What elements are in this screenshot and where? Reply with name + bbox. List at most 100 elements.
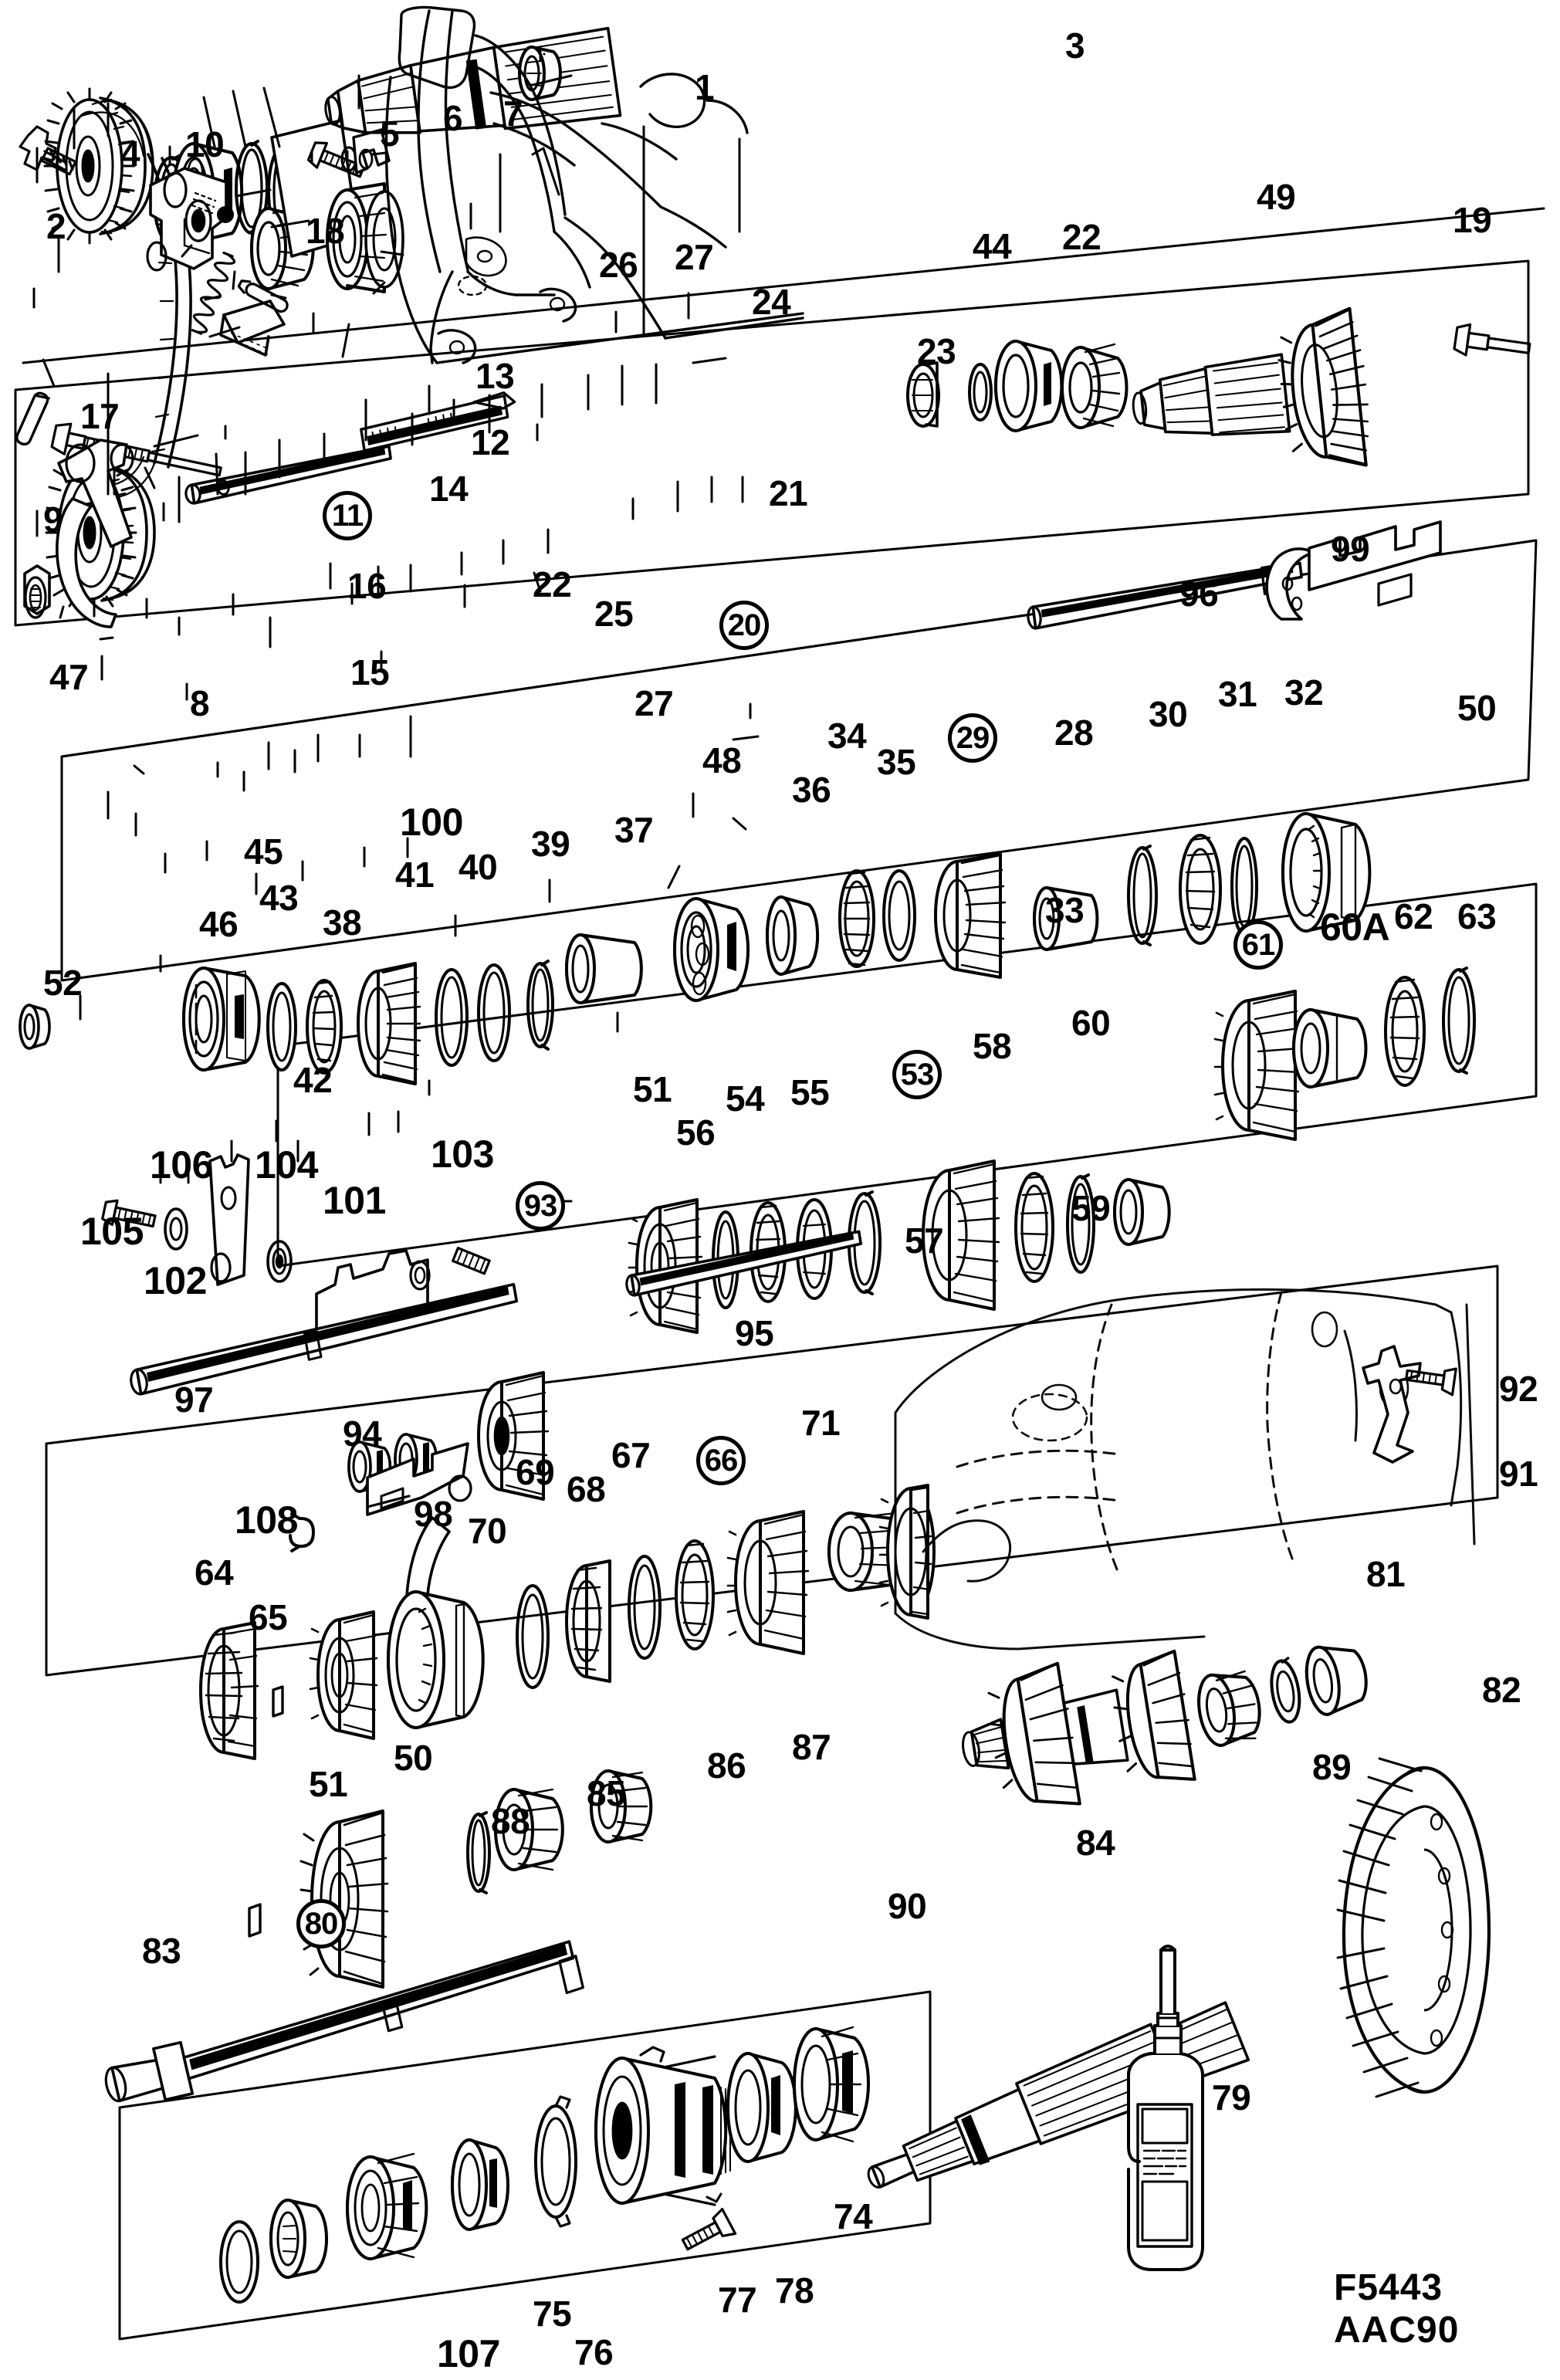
- callout-89: 89: [1312, 1747, 1352, 1787]
- callout-45: 45: [244, 831, 283, 872]
- callout-82: 82: [1482, 1670, 1521, 1710]
- callout-54: 54: [726, 1078, 765, 1119]
- callout-19: 19: [1453, 200, 1492, 240]
- callout-75: 75: [533, 2294, 572, 2334]
- callout-27: 27: [634, 683, 674, 723]
- callout-4: 4: [120, 134, 140, 174]
- callout-73: 73: [352, 2378, 391, 2380]
- callout-15: 15: [350, 652, 390, 692]
- callout-67: 67: [611, 1435, 651, 1475]
- callout-97: 97: [174, 1380, 214, 1420]
- callout-28: 28: [1054, 713, 1094, 753]
- callout-6: 6: [443, 98, 463, 138]
- callout-48: 48: [702, 740, 742, 780]
- callout-59: 59: [1071, 1188, 1111, 1228]
- callout-circled-53: 53: [892, 1050, 942, 1099]
- callout-30: 30: [1149, 694, 1188, 734]
- callout-69: 69: [516, 1452, 555, 1492]
- callout-50: 50: [1457, 688, 1497, 728]
- callout-24: 24: [752, 282, 791, 322]
- callout-43: 43: [259, 878, 299, 918]
- callout-37: 37: [614, 810, 654, 850]
- callout-39: 39: [531, 824, 570, 864]
- callout-57: 57: [905, 1220, 944, 1261]
- callout-83: 83: [142, 1931, 181, 1971]
- callout-44: 44: [973, 226, 1012, 266]
- callout-42: 42: [293, 1060, 333, 1100]
- callout-14: 14: [429, 469, 469, 509]
- callout-circled-80: 80: [296, 1899, 346, 1948]
- callout-41: 41: [395, 855, 435, 895]
- callout-87: 87: [792, 1727, 831, 1767]
- callout-33: 33: [1045, 890, 1085, 930]
- callout-9: 9: [43, 499, 63, 540]
- callout-10: 10: [185, 124, 225, 164]
- callout-70: 70: [468, 1511, 507, 1551]
- callout-106: 106: [150, 1143, 213, 1187]
- callout-5: 5: [380, 113, 400, 154]
- callout-25: 25: [594, 594, 634, 634]
- callout-102: 102: [144, 1259, 207, 1302]
- callout-12: 12: [471, 422, 510, 462]
- callout-95: 95: [735, 1313, 774, 1353]
- callout-56: 56: [676, 1112, 716, 1153]
- callout-86: 86: [707, 1745, 746, 1786]
- callout-64: 64: [195, 1552, 234, 1593]
- callout-22: 22: [1062, 217, 1101, 257]
- callout-27: 27: [675, 237, 714, 277]
- callout-90: 90: [888, 1886, 927, 1926]
- callout-109: 109: [1037, 2378, 1101, 2380]
- callout-60: 60: [1071, 1003, 1111, 1043]
- callout-101: 101: [323, 1179, 386, 1222]
- callout-17: 17: [80, 396, 120, 436]
- callout-103: 103: [431, 1132, 494, 1176]
- callout-72: 72: [296, 2378, 336, 2380]
- callout-46: 46: [199, 904, 239, 944]
- callout-circled-66: 66: [696, 1436, 746, 1485]
- callout-circled-20: 20: [719, 601, 769, 650]
- callout-2: 2: [46, 206, 66, 246]
- callout-76: 76: [574, 2332, 614, 2372]
- callout-94: 94: [343, 1413, 382, 1454]
- callout-50: 50: [394, 1738, 433, 1778]
- callout-84: 84: [1076, 1823, 1115, 1863]
- callout-38: 38: [323, 902, 362, 943]
- callout-36: 36: [792, 770, 831, 810]
- callout-23: 23: [917, 331, 956, 371]
- callout-74: 74: [834, 2196, 873, 2236]
- callout-32: 32: [1284, 672, 1324, 713]
- callout-31: 31: [1218, 674, 1257, 714]
- callout-1: 1: [695, 67, 715, 107]
- callout-105: 105: [80, 1210, 144, 1253]
- callout-104: 104: [255, 1143, 318, 1187]
- callout-51: 51: [633, 1069, 672, 1109]
- callout-18: 18: [306, 211, 345, 251]
- diagram-code: F5443 AAC90: [1334, 2267, 1460, 2351]
- callout-40: 40: [459, 847, 498, 887]
- callout-8: 8: [190, 683, 210, 723]
- callout-108: 108: [235, 1498, 298, 1542]
- callout-79: 79: [1212, 2077, 1251, 2118]
- callout-62: 62: [1394, 896, 1433, 936]
- callout-21: 21: [769, 473, 808, 513]
- callout-circled-93: 93: [516, 1181, 565, 1231]
- callout-71: 71: [801, 1403, 841, 1443]
- callout-55: 55: [790, 1072, 830, 1112]
- callout-35: 35: [877, 742, 916, 782]
- callout-13: 13: [475, 356, 515, 396]
- callout-96: 96: [1179, 574, 1219, 614]
- callout-77: 77: [718, 2280, 757, 2320]
- callout-3: 3: [1065, 25, 1085, 66]
- callout-47: 47: [49, 657, 89, 697]
- callout-81: 81: [1366, 1554, 1406, 1594]
- callout-78: 78: [775, 2270, 814, 2311]
- callout-68: 68: [567, 1469, 606, 1509]
- callout-26: 26: [599, 245, 638, 285]
- callout-92: 92: [1499, 1369, 1538, 1409]
- callout-98: 98: [414, 1494, 453, 1534]
- callout-88: 88: [491, 1801, 530, 1841]
- callout-100: 100: [400, 801, 463, 844]
- callout-107: 107: [437, 2332, 500, 2375]
